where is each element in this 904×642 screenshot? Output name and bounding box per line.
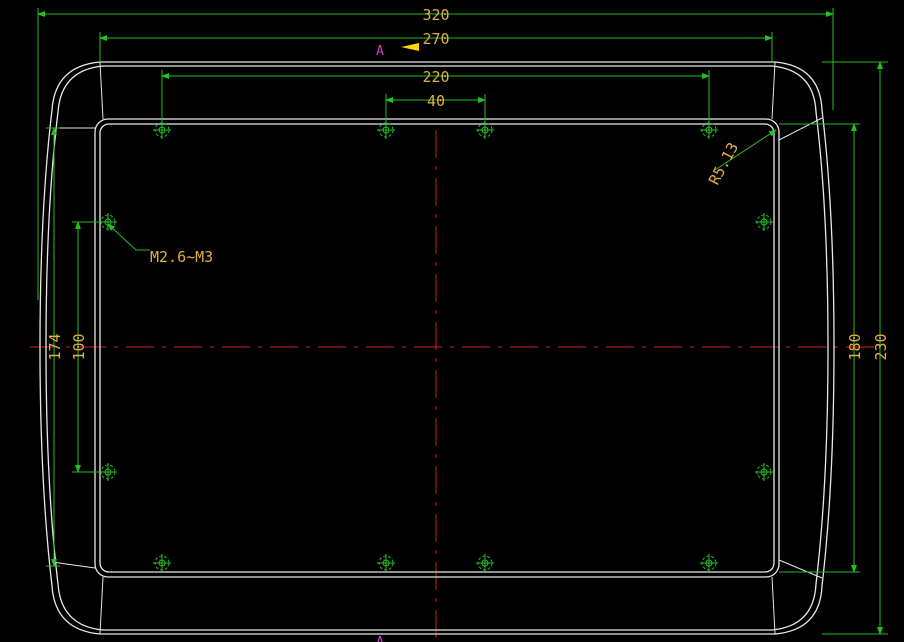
screw-leader xyxy=(107,223,150,251)
outer-outline xyxy=(39,61,835,635)
mounting-hole-icon xyxy=(476,121,494,139)
mounting-hole-icon xyxy=(99,463,117,481)
dim-overall-width: 320 xyxy=(422,6,449,24)
radius-leader xyxy=(714,129,777,171)
vertical-dimensions xyxy=(46,61,888,635)
mounting-hole-icon xyxy=(700,121,718,139)
dim-left-hole-span: 100 xyxy=(70,333,88,360)
section-marker-bottom: A xyxy=(376,635,384,642)
horizontal-dimensions xyxy=(37,8,834,300)
section-marker-top: A xyxy=(376,44,384,59)
dim-corner-radius: R5.13 xyxy=(705,139,742,187)
screw-size-callout: M2.6~M3 xyxy=(150,248,213,266)
corner-lines xyxy=(51,61,823,635)
dim-flat-width: 270 xyxy=(422,30,449,48)
mounting-hole-icon xyxy=(476,554,494,572)
mounting-hole-icon xyxy=(153,121,171,139)
mounting-hole-icon xyxy=(377,554,395,572)
mounting-hole-icon xyxy=(755,213,773,231)
dim-hole-pitch: 40 xyxy=(427,92,445,110)
dim-inner-height: 180 xyxy=(846,333,864,360)
mounting-hole-icon xyxy=(700,554,718,572)
inner-outline xyxy=(94,118,780,578)
dim-hole-span: 220 xyxy=(422,68,449,86)
section-arrow-icon xyxy=(401,43,419,51)
mounting-hole-icon xyxy=(99,213,117,231)
mounting-hole-icon xyxy=(755,463,773,481)
mounting-holes xyxy=(99,121,773,572)
mounting-hole-icon xyxy=(377,121,395,139)
dim-left-height: 174 xyxy=(46,333,64,360)
mounting-hole-icon xyxy=(153,554,171,572)
dim-overall-height: 230 xyxy=(872,333,890,360)
